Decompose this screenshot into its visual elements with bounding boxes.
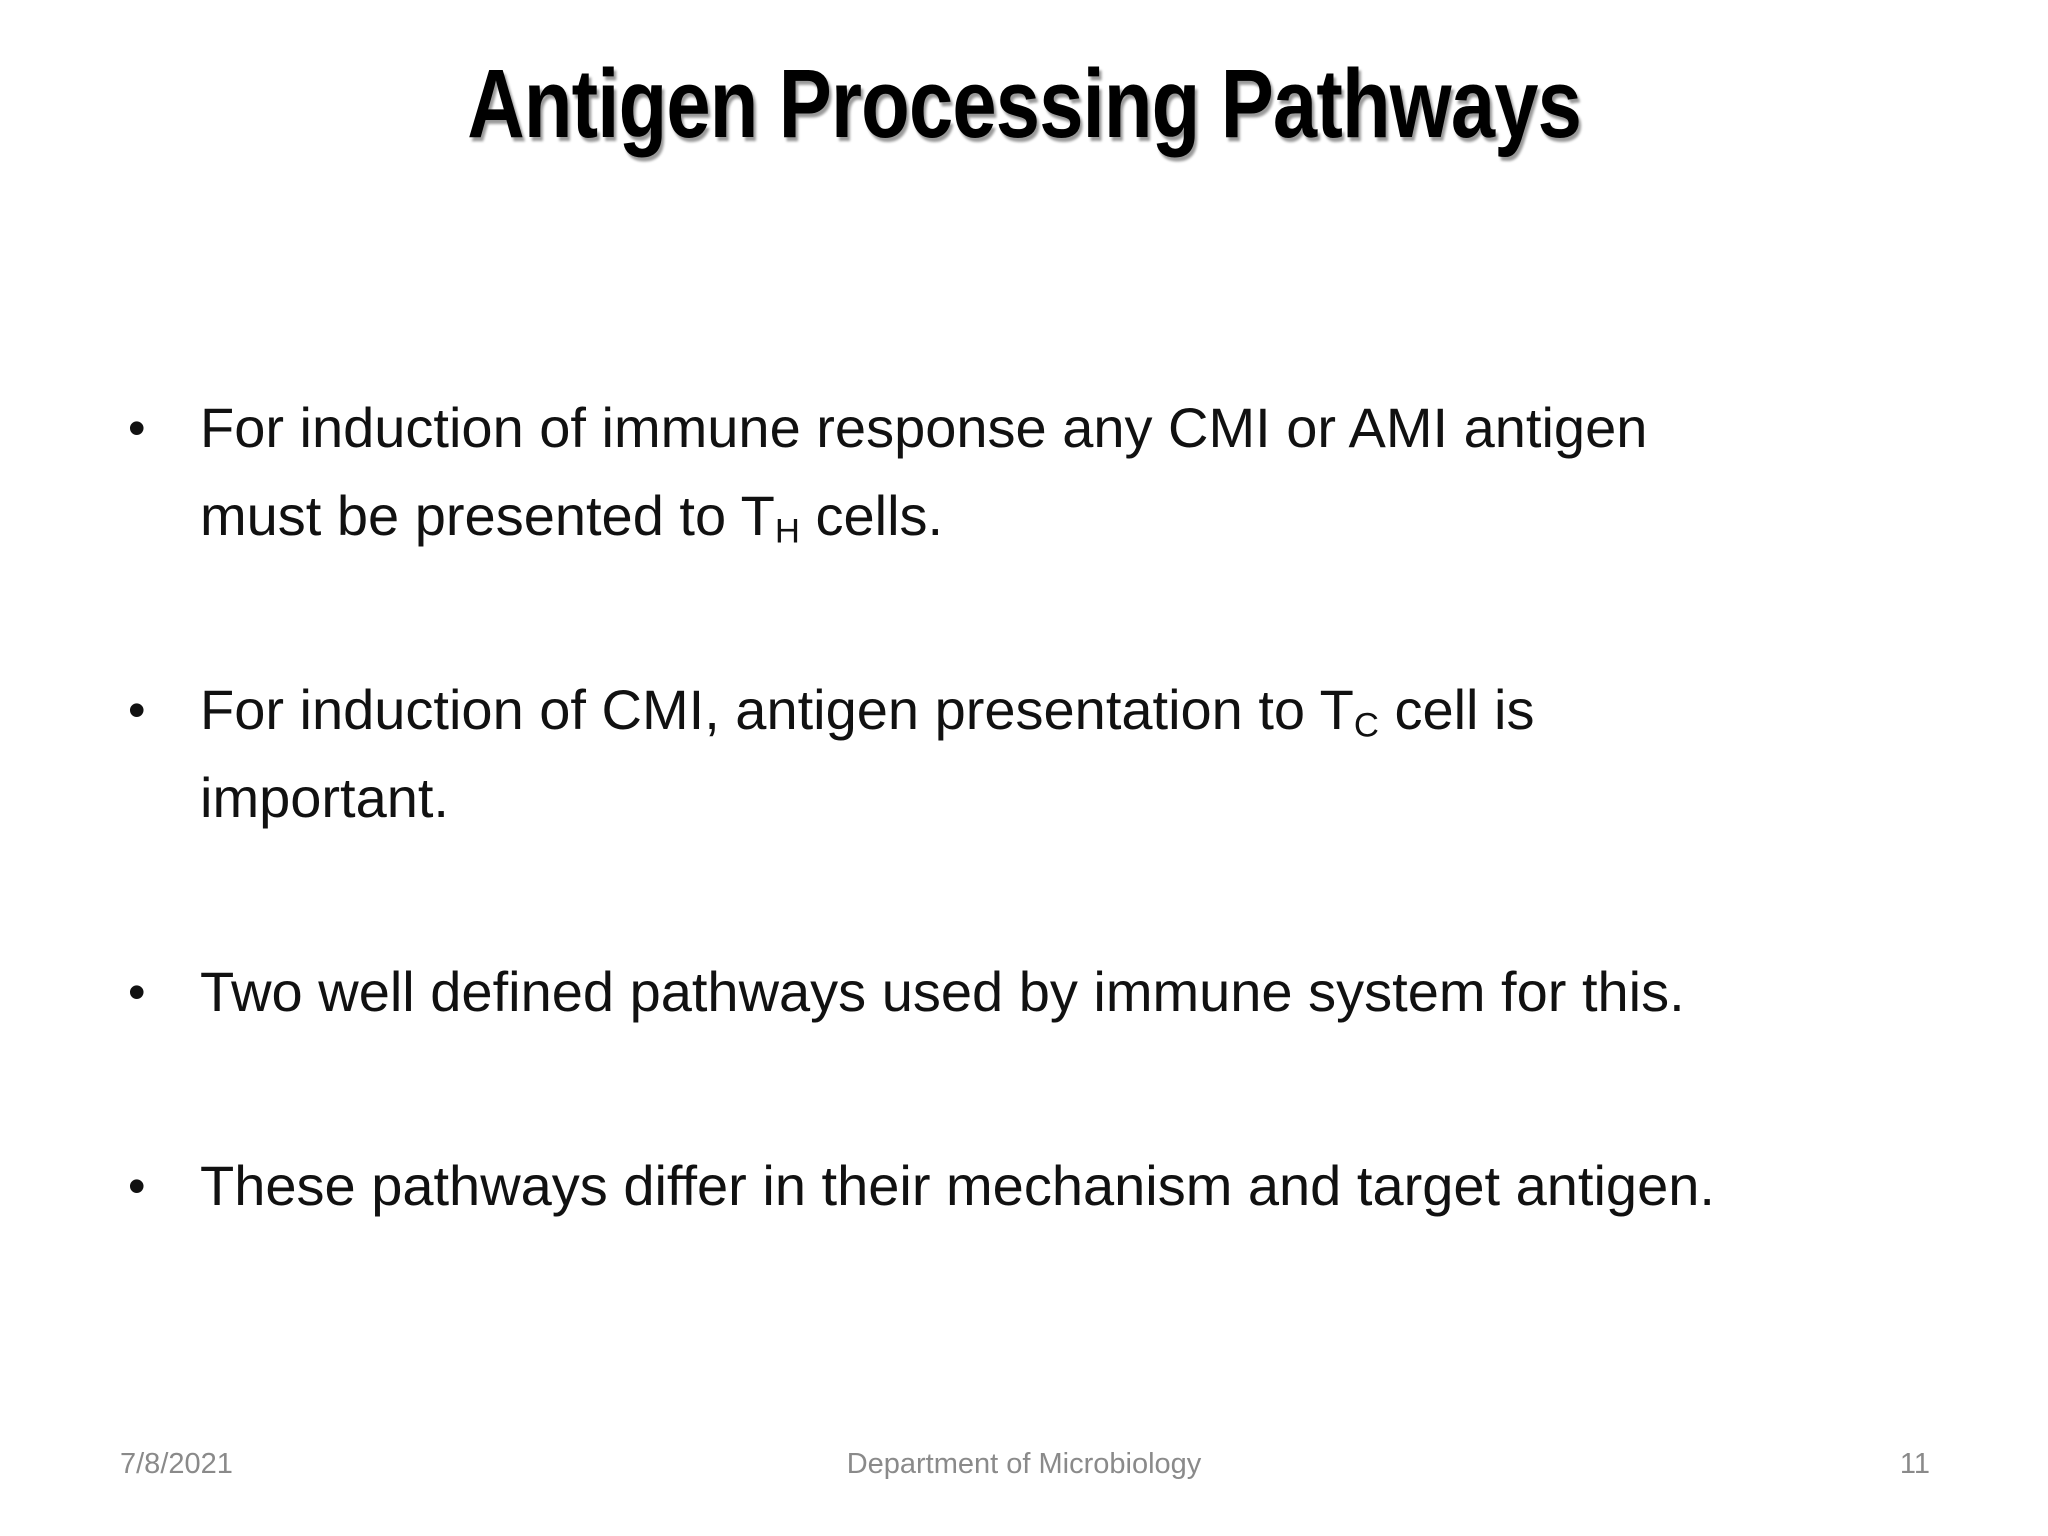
bullet-item-2: • For induction of CMI, antigen presenta…	[120, 666, 1930, 842]
bullet-text-2: For induction of CMI, antigen presentati…	[200, 678, 1535, 829]
bullet-dot-icon: •	[128, 964, 146, 1020]
bullet-dot-icon: •	[128, 682, 146, 738]
bullet-dot-icon: •	[128, 400, 146, 456]
bullet-2-post: cell is important.	[200, 678, 1535, 829]
bullet-text-4: These pathways differ in their mechanism…	[200, 1154, 1715, 1217]
footer-department: Department of Microbiology	[846, 1448, 1202, 1480]
bullet-1-subscript: H	[774, 512, 800, 551]
bullet-dot-icon: •	[128, 1158, 146, 1214]
footer-page-number: 11	[1899, 1448, 1930, 1480]
bullet-1-pre: For induction of immune response any CMI…	[200, 396, 1648, 547]
bullet-item-1: • For induction of immune response any C…	[120, 384, 1930, 560]
bullet-3-text: Two well defined pathways used by immune…	[200, 960, 1685, 1023]
bullet-2-pre: For induction of CMI, antigen presentati…	[200, 678, 1354, 741]
bullet-text-3: Two well defined pathways used by immune…	[200, 960, 1685, 1023]
bullet-2-subscript: C	[1353, 706, 1379, 745]
slide-title: Antigen Processing Pathways	[0, 48, 2048, 160]
bullet-4-text: These pathways differ in their mechanism…	[200, 1154, 1715, 1217]
footer-date: 7/8/2021	[120, 1448, 233, 1480]
bullet-1-post: cells.	[799, 484, 944, 547]
bullet-list: • For induction of immune response any C…	[120, 384, 1930, 1336]
bullet-item-3: • Two well defined pathways used by immu…	[120, 948, 1930, 1036]
bullet-text-1: For induction of immune response any CMI…	[200, 396, 1648, 549]
slide-title-text: Antigen Processing Pathways	[467, 49, 1582, 158]
bullet-item-4: • These pathways differ in their mechani…	[120, 1142, 1930, 1230]
